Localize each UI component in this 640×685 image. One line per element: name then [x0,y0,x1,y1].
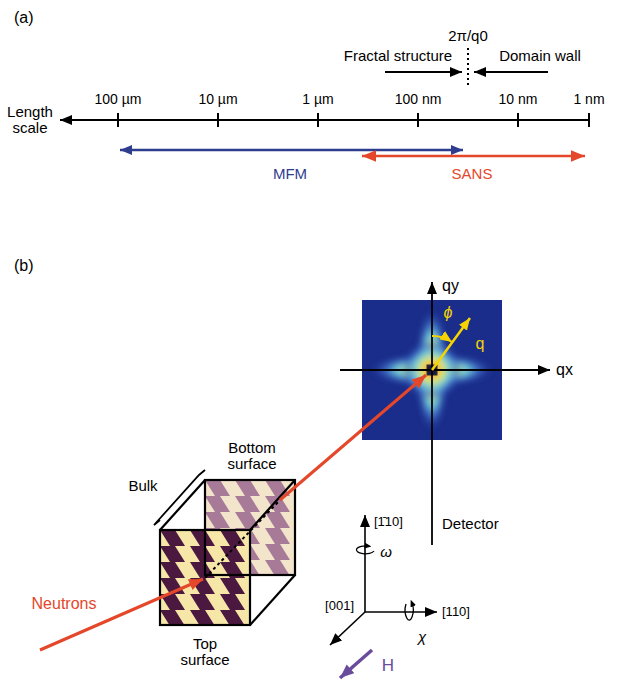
tick-label: 1 µm [302,92,333,107]
domain-stripe [190,530,215,625]
tick-marks [118,113,589,127]
angle-label: ϕ [444,304,453,322]
crystal-direction: [1̄10] [374,515,403,529]
tick-label: 1 nm [573,92,604,107]
field-label: H [382,657,394,676]
rotation-label: ω [380,544,392,561]
technique-label: MFM [273,166,307,183]
axis-title: Length scale [3,104,57,137]
vector-label: q [476,335,485,353]
scattered-beam [280,375,426,500]
axis-label: qx [556,361,573,379]
range-arrow [474,71,548,73]
tick-label: 10 nm [499,92,538,107]
qy-axis [431,282,433,545]
length-axis [60,113,590,127]
surface-label: Bottom surface [217,440,287,473]
chi-rotation [405,603,413,620]
cube-edges [160,480,295,625]
omega-rotation [356,546,374,554]
rotation-label: χ [418,629,426,646]
beam-in-sample [205,500,280,578]
bulk-bracket [154,470,205,525]
incident-beam [40,579,203,650]
tick-label: 100 µm [95,92,142,107]
sans-range [362,155,585,158]
regime-label: Domain wall [499,48,581,65]
tick-label: 100 nm [395,92,442,107]
phi-arc [432,336,452,342]
axis-label: qy [442,277,459,295]
technique-label: SANS [452,166,493,183]
crystal-axes [330,515,437,645]
panel-label: (b) [14,257,34,275]
q-vector [432,318,470,370]
mfm-range [120,149,463,152]
range-arrow [385,71,462,73]
bulk-label: Bulk [128,478,157,495]
sample-cube [130,480,320,642]
surface-label: Top surface [174,636,236,669]
regime-label: Fractal structure [344,48,452,65]
crystal-direction: [110] [442,605,470,619]
domain-stripe [220,530,245,625]
panel-label: (a) [14,9,34,27]
field-arrow [340,650,372,678]
axis-line [60,119,590,121]
qx-axis [340,369,550,371]
crystal-direction: [001] [325,599,354,613]
detector-label: Detector [442,516,499,533]
length-marker: 2π/q0 [448,28,488,45]
domain-stripe [160,530,185,625]
tick-label: 10 µm [198,92,237,107]
beam-label: Neutrons [32,595,97,613]
dotted-line [467,48,469,86]
